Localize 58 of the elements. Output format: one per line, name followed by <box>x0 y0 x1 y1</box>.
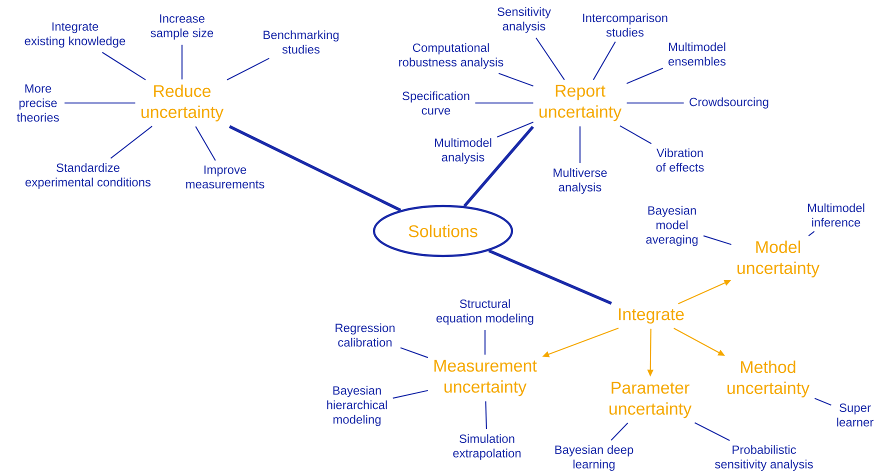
connector-line <box>620 125 652 144</box>
connector-line <box>475 102 534 104</box>
method-label: Bayesian hierarchical modeling <box>327 386 387 426</box>
topic-label: Measurement uncertainty <box>434 360 537 396</box>
connector-line <box>102 52 146 80</box>
connector-line <box>536 38 565 80</box>
connector-line <box>498 72 534 87</box>
topic-label: Integrate <box>619 308 684 324</box>
method-label: Probabilistic sensitivity analysis <box>714 445 813 471</box>
connector-line <box>626 68 664 84</box>
connector-line <box>64 102 136 104</box>
connector-line <box>592 41 616 80</box>
method-label: Regression calibration <box>336 323 395 347</box>
method-label: Sensitivity analysis <box>498 7 551 33</box>
connector-line <box>392 390 428 399</box>
connector-line <box>694 422 730 441</box>
method-label: Bayesian deep learning <box>555 445 634 471</box>
method-label: Computational robustness analysis <box>399 43 504 69</box>
connector-line <box>181 44 183 80</box>
method-label: Structural equation modeling <box>436 299 534 325</box>
method-label: Specification curve <box>402 91 470 115</box>
method-label: Standardize experimental conditions <box>25 163 151 189</box>
method-label: Improve measurements <box>186 166 264 188</box>
connector-line <box>808 231 815 236</box>
connector-line <box>484 330 486 355</box>
method-label: Multimodel ensembles <box>668 42 726 66</box>
method-label: Multimodel analysis <box>434 138 492 164</box>
method-label: Simulation extrapolation <box>453 434 521 460</box>
topic-label: Method uncertainty <box>728 360 810 398</box>
topic-label: Reduce uncertainty <box>142 84 224 122</box>
connector-line <box>703 235 732 245</box>
topic-label: Report uncertainty <box>540 84 622 122</box>
connector-line <box>610 422 628 441</box>
method-label: Multiverse analysis <box>554 168 607 194</box>
method-label: Benchmarking studies <box>264 30 339 54</box>
method-label: Super learner <box>837 404 874 426</box>
connector-line <box>488 249 612 305</box>
connector-line <box>485 401 488 429</box>
connector-line <box>110 126 152 159</box>
connector-line <box>579 126 581 163</box>
method-label: More precise theories <box>16 84 59 122</box>
connector-line <box>228 125 402 212</box>
method-label: Bayesian model averaging <box>646 206 698 246</box>
connector-line <box>496 122 534 138</box>
method-label: Vibration of effects <box>656 148 704 172</box>
connector-line <box>226 58 270 80</box>
method-label: Integrate existing knowledge <box>24 22 126 48</box>
connector-line <box>626 102 684 104</box>
connector-line <box>814 398 832 406</box>
method-label: Crowdsourcing <box>690 97 768 109</box>
method-label: Intercomparison studies <box>583 13 668 37</box>
connector-line <box>400 347 428 358</box>
method-label: Multimodel inference <box>808 203 864 227</box>
method-label: Increase sample size <box>150 14 214 40</box>
topic-label: Model uncertainty <box>738 240 820 278</box>
topic-label: Parameter uncertainty <box>610 382 692 418</box>
connector-line <box>195 126 216 161</box>
connector-line <box>463 126 534 208</box>
